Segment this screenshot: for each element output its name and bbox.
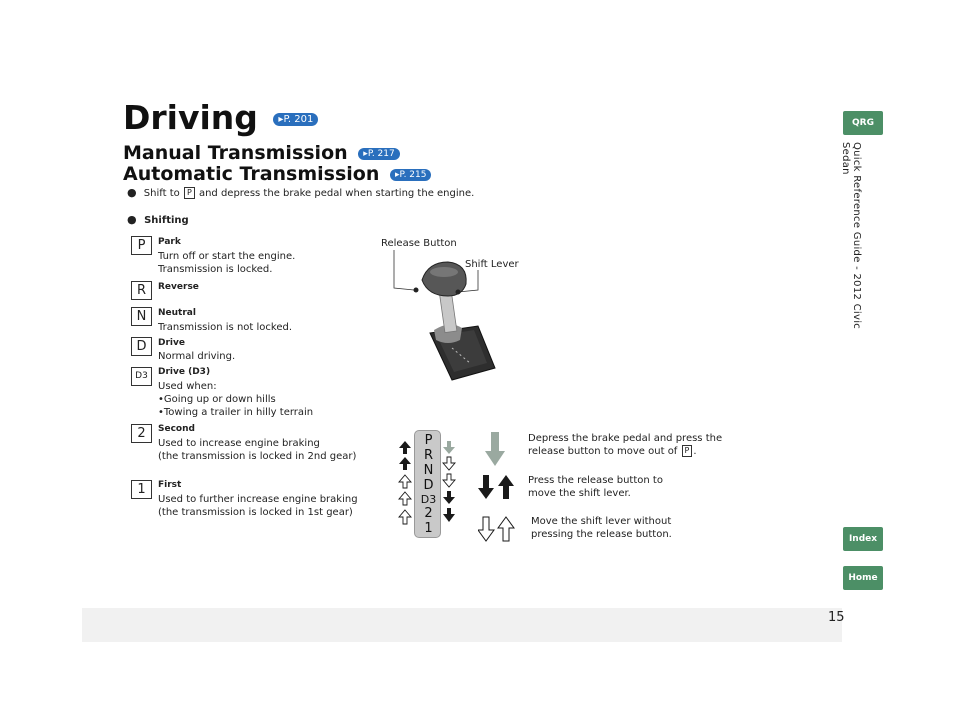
gear-desc-neutral-1: Transmission is not locked. (158, 322, 293, 333)
outline-down-arrow-icon (442, 456, 456, 471)
legend-outline-arrows-icon (478, 516, 515, 542)
gear-desc-park-1: Turn off or start the engine. (158, 251, 296, 262)
heading-driving: Driving ▸P. 201 (123, 98, 319, 137)
outline-up-arrow-icon (398, 474, 412, 489)
driving-page-ref: P. 201 (283, 114, 314, 125)
park-key-inline: P (183, 187, 195, 199)
gear-symbol-second: 2 (131, 424, 152, 443)
index-tab[interactable]: Index (843, 527, 883, 551)
gear-symbol-d3: D3 (131, 367, 152, 386)
start-prefix: Shift to (143, 188, 180, 199)
legend-press-line2: move the shift lever. (528, 488, 631, 499)
heading-automatic-text: Automatic Transmission (123, 163, 380, 185)
shift-gate: P R N D D3 2 1 (414, 430, 441, 538)
gate-letter-n: N (423, 463, 434, 478)
filled-down-arrow-icon (443, 491, 455, 504)
vertical-guide-title: Quick Reference Guide - 2012 Civic Sedan (840, 142, 862, 330)
gear-desc-d3-2: •Going up or down hills (158, 394, 276, 405)
outline-up-arrow-icon (398, 491, 412, 506)
gear-desc-drive-1: Normal driving. (158, 351, 236, 362)
shifting-label: Shifting (144, 215, 189, 226)
page-number: 15 (828, 610, 845, 625)
arrow-right-icon: ▸ (363, 148, 368, 159)
arrow-right-icon: ▸ (278, 114, 284, 125)
gate-letter-d3: D3 (420, 493, 437, 506)
gear-symbol-neutral: N (131, 307, 152, 326)
gate-letter-p: P (424, 433, 433, 448)
filled-up-arrow-icon (399, 457, 411, 470)
gear-symbol-park: P (131, 236, 152, 255)
arrow-right-icon: ▸ (395, 169, 400, 180)
gear-desc-second-1: Used to increase engine braking (158, 438, 320, 449)
qrg-tab[interactable]: QRG (843, 111, 883, 135)
heading-manual-text: Manual Transmission (123, 142, 348, 164)
gear-title-drive: Drive (158, 338, 185, 348)
gate-letter-r: R (423, 448, 434, 463)
shift-lever-illustration (393, 250, 496, 381)
heading-driving-text: Driving (123, 98, 258, 137)
automatic-page-ref: P. 215 (399, 169, 427, 180)
gear-desc-park-2: Transmission is locked. (158, 264, 273, 275)
legend-depress-line2-wrap: release button to move out of P. (528, 445, 697, 457)
gear-desc-second-2: (the transmission is locked in 2nd gear) (158, 451, 357, 462)
release-button-label: Release Button (381, 238, 457, 249)
gate-arrows-left (398, 441, 412, 525)
shift-lever-label: Shift Lever (465, 259, 519, 270)
driving-page-link[interactable]: ▸P. 201 (273, 113, 319, 126)
bullet-icon: ● (127, 213, 137, 226)
gear-title-first: First (158, 480, 182, 490)
heading-manual-transmission: Manual Transmission ▸P. 217 (123, 142, 400, 164)
gear-symbol-drive: D (131, 337, 152, 356)
legend-park-key: P (681, 445, 693, 457)
gear-title-d3: Drive (D3) (158, 367, 211, 377)
legend-filled-arrows-icon (478, 475, 514, 499)
legend-move-line1: Move the shift lever without (531, 516, 672, 527)
gray-down-arrow-icon (443, 441, 455, 454)
shifting-bullet: ● Shifting (127, 213, 189, 226)
gear-desc-first-2: (the transmission is locked in 1st gear) (158, 507, 353, 518)
gear-desc-d3-1: Used when: (158, 381, 217, 392)
legend-depress-line2: release button to move out of (528, 446, 678, 457)
page-background (82, 38, 842, 608)
gear-symbol-reverse: R (131, 281, 152, 300)
manual-page-ref: P. 217 (367, 148, 395, 159)
legend-depress-line1: Depress the brake pedal and press the (528, 433, 723, 444)
outline-down-arrow-icon (442, 473, 456, 488)
manual-page-link[interactable]: ▸P. 217 (358, 147, 400, 160)
gear-title-second: Second (158, 424, 195, 434)
bullet-icon: ● (127, 186, 137, 199)
legend-gray-down-arrow-icon (485, 432, 505, 466)
legend-move-line2: pressing the release button. (531, 529, 672, 540)
footer-band (82, 608, 842, 642)
gear-symbol-first: 1 (131, 480, 152, 499)
gear-title-neutral: Neutral (158, 308, 196, 318)
gate-arrows-right (442, 441, 456, 522)
start-suffix: and depress the brake pedal when startin… (198, 188, 475, 199)
gate-letter-2: 2 (424, 506, 433, 521)
filled-up-arrow-icon (399, 441, 411, 454)
gear-desc-d3-3: •Towing a trailer in hilly terrain (158, 407, 314, 418)
gear-title-reverse: Reverse (158, 282, 199, 292)
outline-up-arrow-icon (398, 509, 412, 525)
heading-automatic-transmission: Automatic Transmission ▸P. 215 (123, 163, 432, 185)
home-tab[interactable]: Home (843, 566, 883, 590)
gear-title-park: Park (158, 237, 181, 247)
gate-letter-d: D (423, 478, 434, 493)
automatic-page-link[interactable]: ▸P. 215 (390, 168, 432, 181)
filled-down-arrow-icon (443, 508, 455, 522)
gear-desc-first-1: Used to further increase engine braking (158, 494, 358, 505)
gate-letter-1: 1 (424, 521, 433, 536)
start-engine-bullet: ● Shift to P and depress the brake pedal… (127, 186, 474, 199)
legend-press-line1: Press the release button to (528, 475, 663, 486)
